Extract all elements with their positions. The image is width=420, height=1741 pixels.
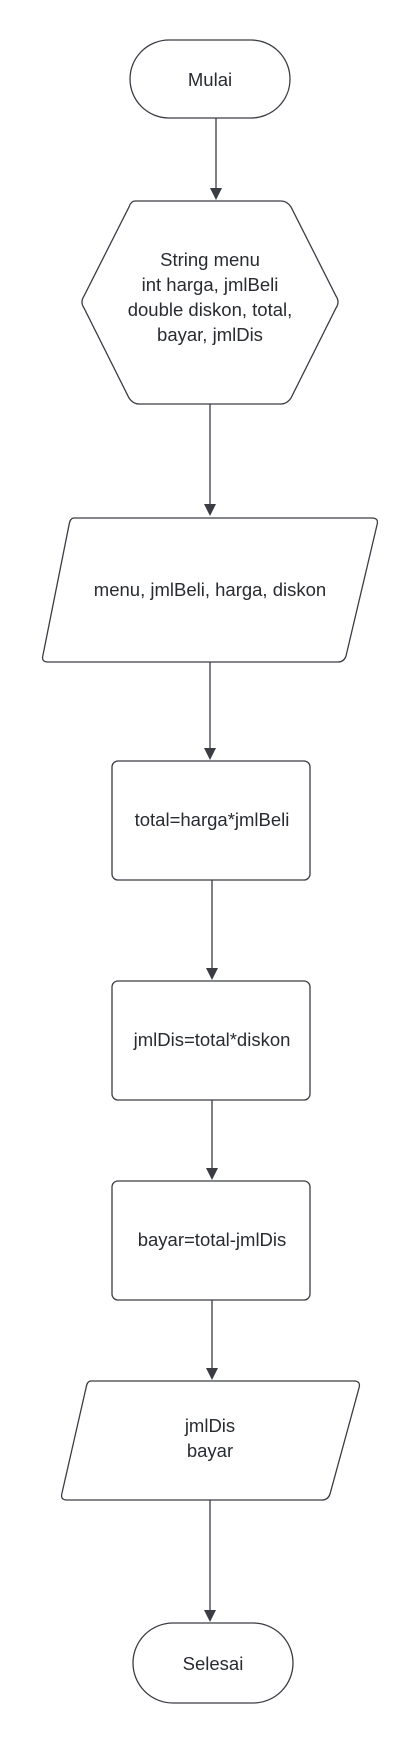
edge-calc-discount-to-calc-pay [206,1100,218,1180]
declare-preparation-shape [81,200,339,405]
node-end[interactable]: Selesai [132,1622,294,1704]
calc-discount-process-shape [111,980,311,1101]
edge-start-to-declare [210,118,222,200]
node-calc-discount[interactable]: jmlDis=total*diskon [111,980,311,1101]
edge-input-to-calc-total [204,662,216,760]
connectors [204,118,222,1622]
declare-label-line-3: double diskon, total, [128,299,293,320]
declare-label-line-1: String menu [160,249,260,270]
node-calc-pay[interactable]: bayar=total-jmlDis [111,1180,311,1301]
start-label: Mulai [188,69,232,90]
output-data-shape [60,1380,361,1501]
calc-pay-label: bayar=total-jmlDis [138,1229,287,1250]
node-calc-total[interactable]: total=harga*jmlBeli [111,760,311,881]
calc-total-label: total=harga*jmlBeli [135,809,290,830]
input-data-shape [41,517,379,663]
edge-output-to-end [204,1500,216,1622]
declare-label-line-2: int harga, jmlBeli [142,274,279,295]
node-output[interactable]: jmlDis bayar [60,1380,361,1501]
start-terminator-shape [129,39,291,119]
edge-calc-total-to-calc-discount [206,880,218,980]
end-label: Selesai [183,1653,244,1674]
output-label-line-2: bayar [187,1440,233,1461]
input-label: menu, jmlBeli, harga, diskon [94,579,326,600]
output-label-line-1: jmlDis [184,1415,235,1436]
edge-calc-pay-to-output [206,1300,218,1380]
calc-discount-label: jmlDis=total*diskon [133,1029,291,1050]
node-start[interactable]: Mulai [129,39,291,119]
calc-pay-process-shape [111,1180,311,1301]
node-declare[interactable]: String menu int harga, jmlBeli double di… [81,200,339,405]
calc-total-process-shape [111,760,311,881]
end-terminator-shape [132,1622,294,1704]
declare-label-line-4: bayar, jmlDis [157,324,263,345]
edge-declare-to-input [204,404,216,516]
node-input[interactable]: menu, jmlBeli, harga, diskon [41,517,379,663]
